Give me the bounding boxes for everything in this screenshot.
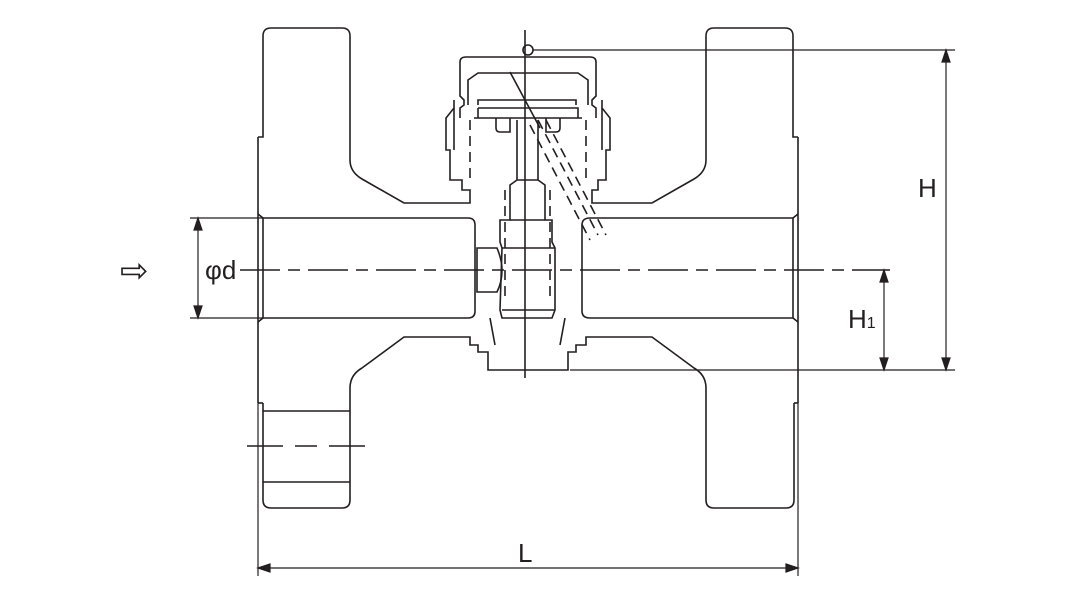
valve-body-outline [257,27,799,509]
center-lines [240,30,890,447]
height-1-subscript: 1 [866,315,876,332]
dimension-lines [190,48,955,576]
diameter-label: φd [205,255,237,285]
length-label: L [518,538,533,568]
height-1-label: H1 [848,306,876,332]
flow-direction-arrow-icon: ⇨ [120,252,149,290]
height-label: H [918,173,937,203]
height-1-main: H [848,304,867,334]
hidden-lines [469,119,607,300]
